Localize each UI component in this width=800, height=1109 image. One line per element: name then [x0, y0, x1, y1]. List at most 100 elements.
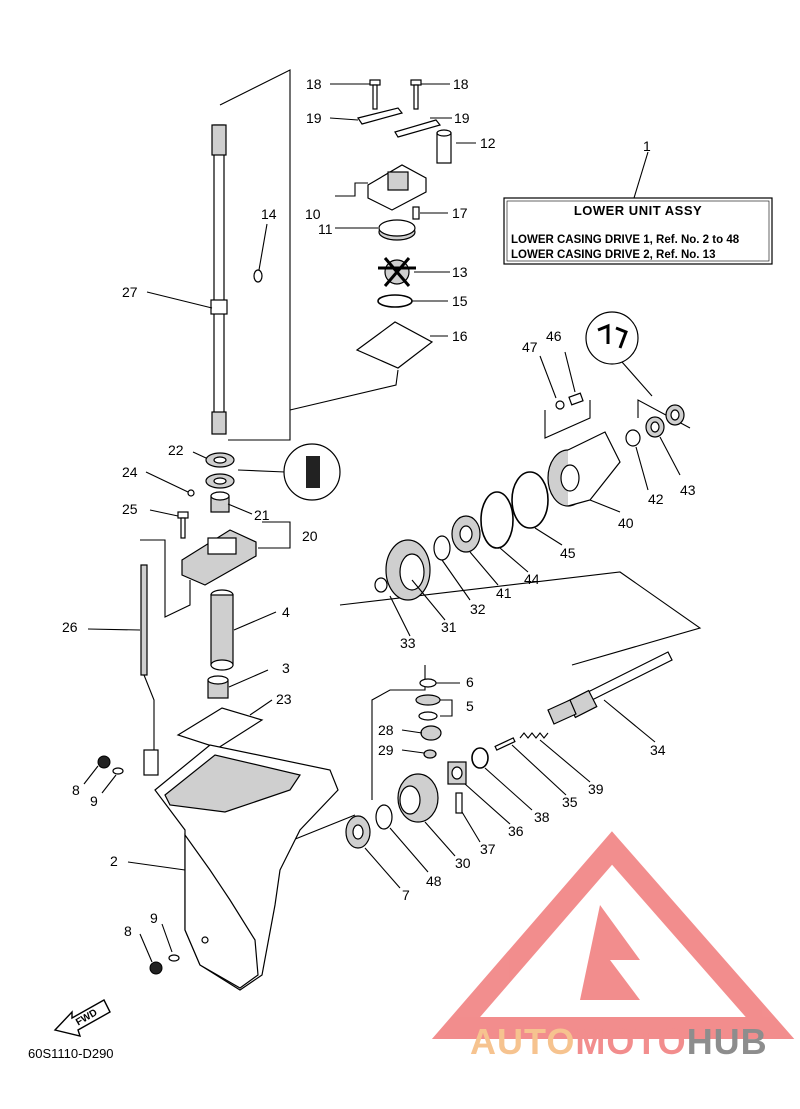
callout-37: 37 [480, 841, 496, 857]
callout-26: 26 [62, 619, 78, 635]
leader-lines [83, 83, 681, 963]
callout-18b: 18 [453, 76, 469, 92]
part-10-pump-housing [367, 164, 427, 211]
callout-23: 23 [276, 691, 292, 707]
callout-13: 13 [452, 264, 468, 280]
part-11-insert [378, 219, 416, 241]
part-21-bushing [210, 491, 230, 513]
callout-47: 47 [522, 339, 538, 355]
part-9-washers [112, 767, 180, 962]
assy-title: LOWER UNIT ASSY [574, 203, 702, 218]
part-7-bearing [345, 815, 371, 849]
part-grease-circle [585, 311, 639, 365]
part-13-impeller [378, 257, 416, 287]
svg-text:AUTOMOTOHUB: AUTOMOTOHUB [470, 1021, 768, 1062]
part-47-washer [555, 400, 565, 410]
part-48-shim [375, 804, 393, 830]
part-40-cap [547, 431, 621, 507]
watermark-text-moto: MOTO [575, 1021, 686, 1062]
part-5-thrust-bearing [415, 694, 441, 721]
callout-9a: 9 [90, 793, 98, 809]
part-19-plates [357, 107, 442, 138]
lower-unit-assy-box: LOWER UNIT ASSY LOWER CASING DRIVE 1, Re… [503, 151, 773, 265]
part-2-lower-casing [154, 744, 339, 991]
callout-32: 32 [470, 601, 486, 617]
callout-11: 11 [318, 221, 333, 237]
watermark-text-auto: AUTO [470, 1021, 575, 1062]
callout-21: 21 [254, 507, 270, 523]
callout-44: 44 [524, 571, 540, 587]
part-27-drive-shaft [210, 124, 228, 435]
callout-15: 15 [452, 293, 468, 309]
part-20-retainer [181, 529, 257, 586]
part-8-bolts [97, 755, 163, 975]
part-16-plate [355, 321, 434, 369]
callout-27: 27 [122, 284, 138, 300]
callout-20: 20 [302, 528, 318, 544]
callout-7: 7 [402, 887, 410, 903]
part-41-bearing [451, 515, 481, 553]
part-detail-circle [283, 443, 341, 501]
part-42-washer [625, 429, 641, 447]
diagram-code: 60S1110-D290 [28, 1046, 114, 1061]
part-18-bolts [369, 79, 422, 110]
part-37-pin [455, 792, 463, 814]
assy-line-2: LOWER CASING DRIVE 2, Ref. No. 13 [511, 249, 715, 261]
callout-18a: 18 [306, 76, 322, 92]
callout-14: 14 [261, 206, 277, 222]
part-15-oring [377, 294, 413, 308]
callout-numbers: 1 2 3 4 5 6 7 8 9 8 9 10 11 12 13 14 15 … [62, 76, 696, 939]
callout-1: 1 [643, 138, 651, 154]
callout-22: 22 [168, 442, 184, 458]
part-3-bushing [207, 675, 229, 699]
callout-42: 42 [648, 491, 664, 507]
callout-8a: 8 [72, 782, 80, 798]
part-46-bolt [568, 392, 584, 406]
watermark-triangle-inner [580, 905, 640, 1000]
callout-16: 16 [452, 328, 468, 344]
callout-19b: 19 [454, 110, 470, 126]
part-43-seals [645, 404, 685, 438]
callout-39: 39 [588, 781, 604, 797]
part-6-shim [419, 678, 437, 688]
callout-28: 28 [378, 722, 394, 738]
callout-12: 12 [480, 135, 496, 151]
part-38-ring [471, 747, 489, 769]
callout-24: 24 [122, 464, 138, 480]
part-23-gasket [176, 707, 264, 749]
callout-5: 5 [466, 698, 474, 714]
callout-38: 38 [534, 809, 550, 825]
part-31-bevel-gear [385, 539, 431, 601]
part-28-pinion [420, 725, 442, 741]
callout-31: 31 [441, 619, 457, 635]
callout-3: 3 [282, 660, 290, 676]
callout-35: 35 [562, 794, 578, 810]
assy-line-1: LOWER CASING DRIVE 1, Ref. No. 2 to 48 [511, 234, 740, 246]
part-30-forward-gear [397, 773, 439, 823]
callout-8b: 8 [124, 923, 132, 939]
part-25-bolt [177, 511, 189, 539]
part-22-bearings [205, 452, 235, 489]
part-17-pin [412, 206, 420, 220]
callout-40: 40 [618, 515, 634, 531]
callout-36: 36 [508, 823, 524, 839]
callout-25: 25 [122, 501, 138, 517]
part-4-tube [210, 589, 234, 671]
watermark-logo: AUTOMOTOHUB [431, 831, 795, 1062]
callout-30: 30 [455, 855, 471, 871]
callout-10: 10 [305, 206, 321, 222]
callout-41: 41 [496, 585, 512, 601]
part-12-tube [436, 129, 452, 164]
callout-48: 48 [426, 873, 442, 889]
part-45-oring [511, 471, 549, 529]
watermark-triangle [431, 831, 795, 1039]
callout-46: 46 [546, 328, 562, 344]
part-29-nut [423, 749, 437, 759]
callout-4: 4 [282, 604, 290, 620]
part-14-clip [253, 269, 263, 283]
part-33-shim [374, 577, 388, 593]
fwd-arrow-icon: FWD [53, 999, 111, 1037]
callout-33: 33 [400, 635, 416, 651]
